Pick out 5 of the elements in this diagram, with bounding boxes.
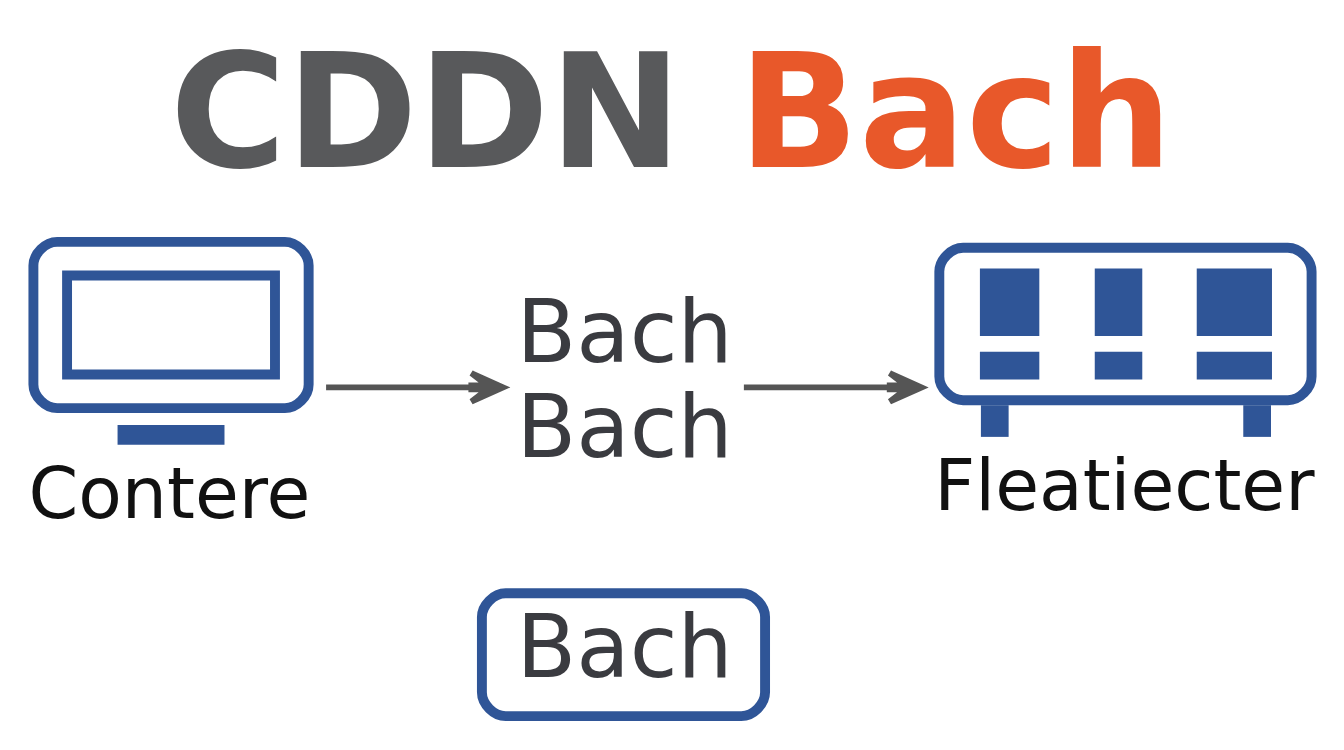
node-text: Bach Bach — [516, 281, 733, 479]
node-label: Contere — [28, 451, 311, 535]
node-box: Bach — [476, 588, 771, 722]
diagram-title: CDDN Bach — [170, 19, 1173, 204]
node-label: Fleatiecter — [934, 443, 1315, 527]
